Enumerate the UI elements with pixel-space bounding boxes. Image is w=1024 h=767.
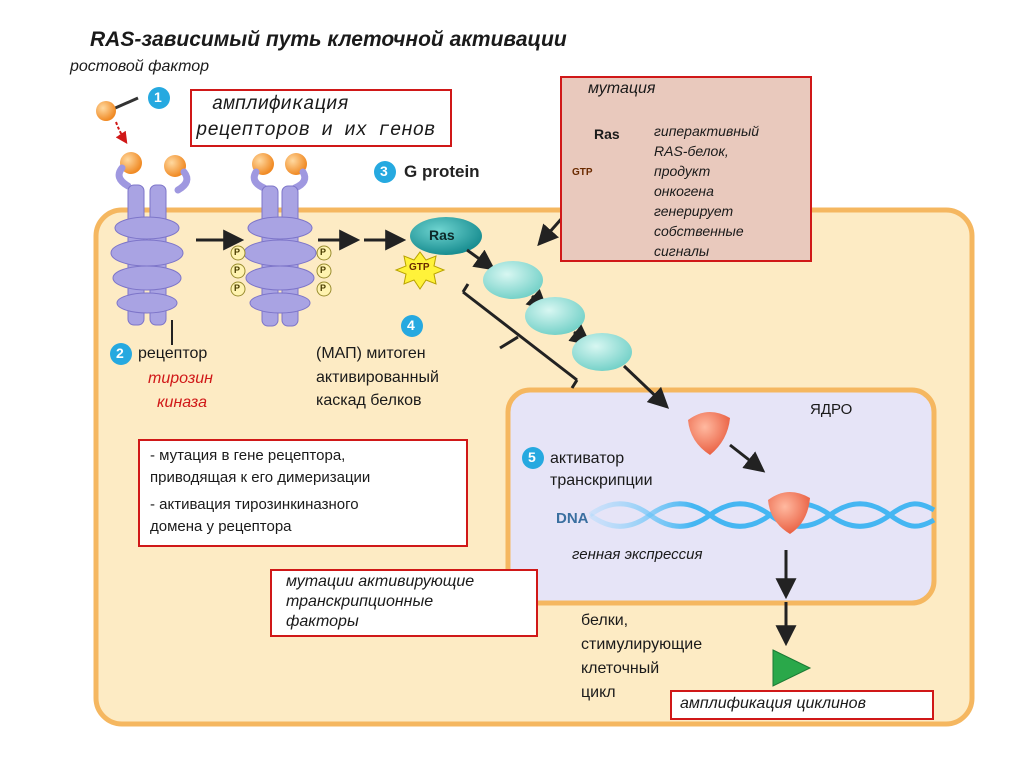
nucleus — [505, 387, 937, 606]
mutation-gtp-label: GTP — [572, 167, 593, 178]
ras-mutation-box: мутация Ras GTP гиперактивный RAS-белок,… — [560, 76, 812, 262]
mutation-line: онкогена — [654, 183, 714, 199]
amplification-box: амплификация рецепторов и их генов — [190, 89, 452, 147]
dna-helix — [588, 501, 936, 529]
cascade-bracket — [461, 283, 579, 389]
amplification-line-2: рецепторов и их генов — [196, 119, 436, 141]
map-cascade-line-3: каскад белков — [316, 392, 422, 409]
receptor-label: рецептор — [138, 345, 208, 362]
tf-mutation-box: мутации активирующие транскрипционные фа… — [270, 569, 538, 637]
step-4: 4 — [407, 317, 415, 333]
map-kinase-3 — [572, 333, 632, 371]
mutation-line: собственные — [654, 223, 744, 239]
tf-mutation-line: мутации активирующие — [286, 573, 475, 590]
gtp-star — [394, 251, 446, 290]
step-3: 3 — [380, 163, 388, 179]
phosphate-group-left — [230, 245, 246, 297]
growth-factor-label: ростовой фактор — [70, 58, 210, 75]
mutation-header: мутация — [588, 80, 656, 97]
receptor-mutation-line: приводящая к его димеризации — [150, 469, 371, 486]
phosphate-label: P — [234, 247, 241, 257]
step-2: 2 — [116, 345, 124, 361]
phosphate-label: P — [234, 283, 241, 293]
map-kinase-1 — [483, 261, 543, 299]
cell-cycle-protein — [772, 649, 812, 687]
receptor-2 — [243, 153, 317, 327]
proteins-line-3: клеточный — [581, 660, 660, 677]
phosphate-label: P — [320, 247, 327, 257]
dna-label: DNA — [556, 510, 589, 527]
step-5: 5 — [528, 449, 536, 465]
step-markers — [110, 87, 544, 469]
activator-line-2: транскрипции — [550, 472, 653, 489]
phosphate-label: P — [320, 265, 327, 275]
cyclin-amplification-label: амплификация циклинов — [680, 695, 866, 712]
map-kinase-2 — [525, 297, 585, 335]
nucleus-label: ЯДРО — [810, 401, 853, 418]
map-cascade-line-1: (МАП) митоген — [316, 345, 426, 362]
g-protein-label: G protein — [404, 162, 480, 181]
tyrosine-label: тирозин — [148, 370, 213, 387]
kinase-label: киназа — [157, 394, 207, 411]
receptor-mutation-box: - мутация в гене рецептора, приводящая к… — [138, 439, 468, 547]
tf-mutation-line: транскрипционные — [286, 593, 434, 610]
phosphate-label: P — [234, 265, 241, 275]
gtp-label: GTP — [409, 262, 430, 273]
growth-factor-ball — [96, 101, 116, 121]
diagram-title: RAS-зависимый путь клеточной активации — [90, 28, 567, 51]
tf-mutation-line: факторы — [286, 613, 359, 630]
transcription-activator-1 — [688, 411, 730, 455]
cyclin-amplification-box: амплификация циклинов — [670, 690, 934, 720]
mutation-line: RAS-белок, — [654, 143, 729, 159]
phosphate-label: P — [320, 283, 327, 293]
receptor-mutation-line: домена у рецептора — [150, 518, 292, 535]
ras-label: Ras — [429, 227, 455, 243]
mutation-line: сигналы — [654, 243, 710, 259]
activator-line-1: активатор — [550, 450, 625, 467]
gene-expression-label: генная экспрессия — [572, 546, 703, 563]
proteins-line-2: стимулирующие — [581, 636, 703, 653]
mutation-line: генерирует — [654, 203, 734, 219]
receptor-mutation-line: - мутация в гене рецептора, — [150, 447, 346, 464]
receptor-1 — [110, 152, 191, 345]
mutation-line: продукт — [654, 163, 711, 179]
mutation-ras-label: Ras — [594, 126, 620, 142]
map-cascade-line-2: активированный — [316, 369, 439, 386]
step-1: 1 — [154, 89, 162, 105]
amplification-line-1: амплификация — [212, 93, 349, 115]
receptor-mutation-line: - активация тирозинкиназного — [150, 496, 359, 513]
proteins-line-1: белки, — [581, 612, 629, 629]
transcription-activator-2 — [768, 491, 810, 534]
ras-protein — [410, 217, 482, 255]
proteins-line-4: цикл — [581, 684, 616, 701]
mutation-line: гиперактивный — [654, 123, 760, 139]
phosphate-group-right — [316, 245, 332, 297]
